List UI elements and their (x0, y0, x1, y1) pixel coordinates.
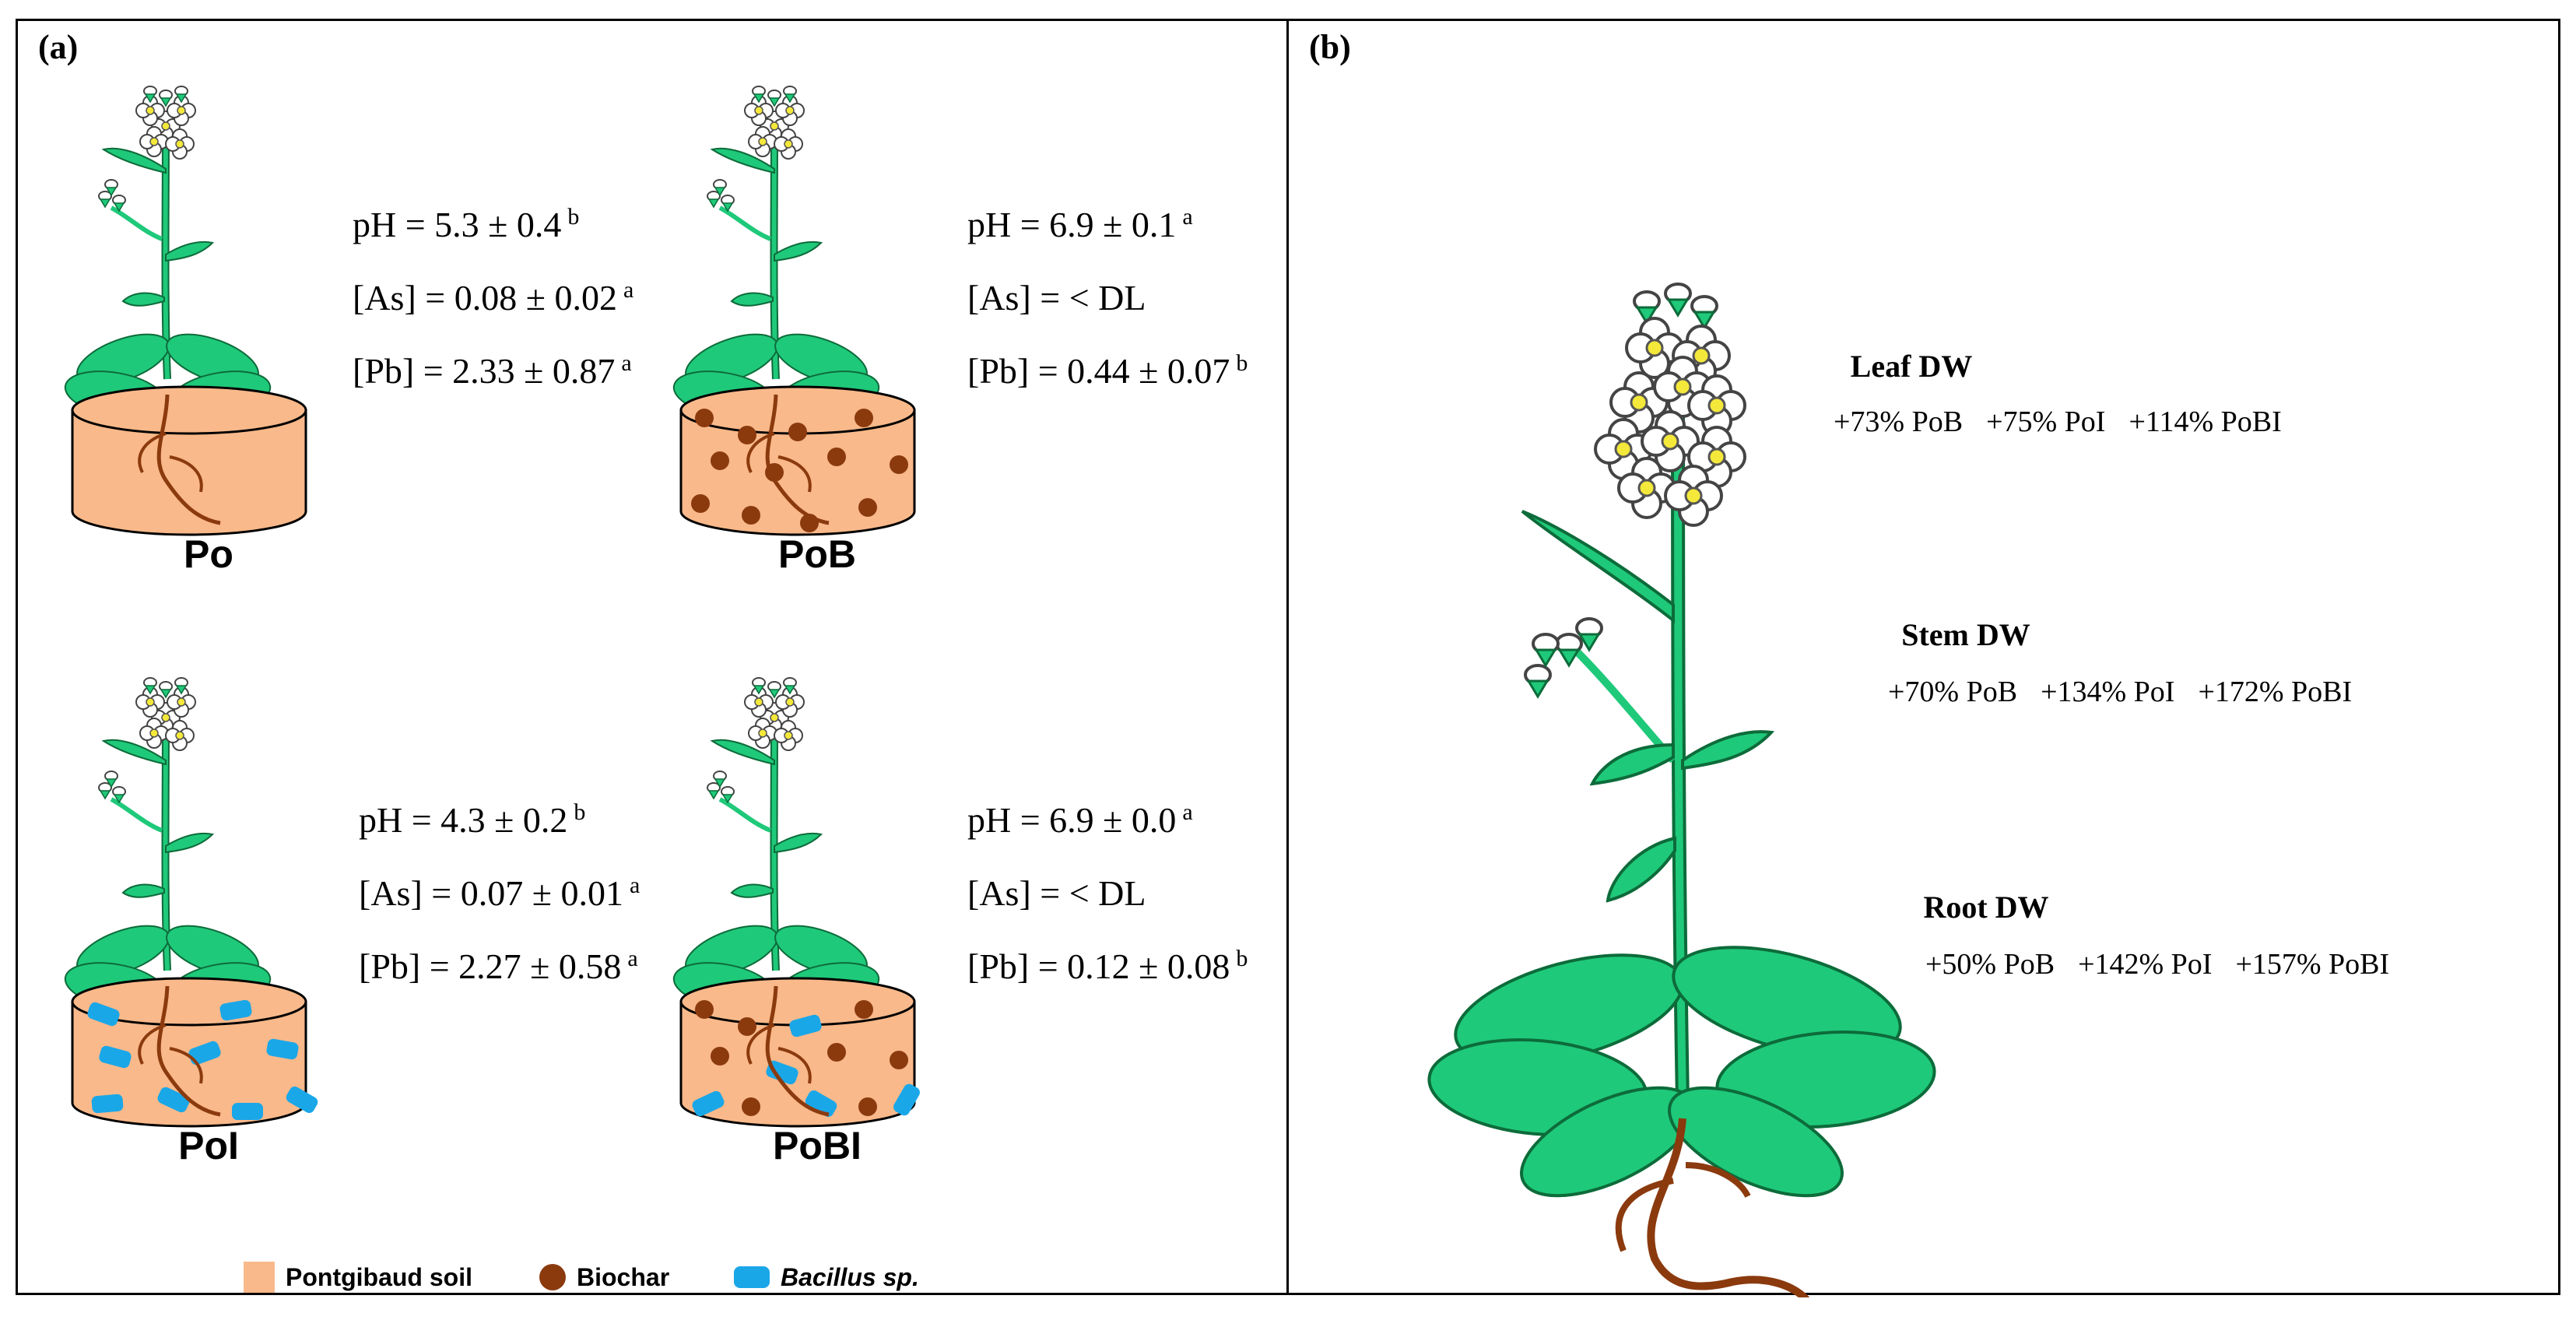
ph-significance: b (567, 203, 580, 230)
leaf-dw-pobi: +114% PoBI (2129, 405, 2282, 438)
bacillus-cells-poi (87, 999, 318, 1120)
stem-dw-pob: +70% PoB (1888, 676, 2018, 708)
root-dw-values: +50% PoB +142% PoI +157% PoBI (1925, 947, 2413, 981)
leaf-dw-pob: +73% PoB (1834, 405, 1964, 438)
plant-po (61, 86, 307, 536)
stem-dw-pobi: +172% PoBI (2198, 676, 2353, 708)
bacillus-cells-pobi (692, 1014, 920, 1117)
biochar-swatch (539, 1264, 566, 1290)
pb-significance: b (1236, 945, 1248, 971)
panel-a-illustrations (18, 21, 920, 1128)
bacillus-swatch (734, 1266, 770, 1288)
soil-swatch (244, 1262, 275, 1293)
ph-significance: a (1182, 799, 1193, 825)
biochar-particles-pobi (695, 1000, 908, 1116)
ph-value: pH = 4.3 ± 0.2 (359, 800, 568, 840)
pb-value: [Pb] = 2.27 ± 0.58 (359, 946, 622, 986)
as-significance: a (629, 872, 640, 898)
panel-b-label: (b) (1309, 28, 1351, 66)
panel-b-plant-illustration (1427, 283, 1936, 1297)
ph-value: pH = 6.9 ± 0.1 (967, 205, 1177, 244)
root-dw-pob: +50% PoB (1925, 948, 2055, 981)
legend-label: Biochar (577, 1262, 670, 1291)
as-value: [As] = 0.08 ± 0.02 (353, 278, 617, 318)
pb-significance: a (621, 349, 632, 376)
pb-significance: a (627, 945, 638, 971)
as-significance: a (623, 276, 634, 303)
as-value: [As] = < DL (967, 278, 1146, 318)
ph-significance: a (1182, 203, 1193, 230)
plant-poi (61, 678, 318, 1128)
ph-significance: b (574, 799, 586, 825)
leaf-dw-values: +73% PoB +75% PoI +114% PoBI (1834, 405, 2305, 439)
stem-dw-values: +70% PoB +134% PoI +172% PoBI (1888, 675, 2375, 709)
root-dw-poi: +142% PoI (2078, 948, 2213, 981)
panel-a-label: (a) (38, 28, 79, 66)
biochar-particles-pob (691, 409, 908, 532)
pb-value: [Pb] = 2.33 ± 0.87 (353, 351, 616, 391)
legend-bacillus: Bacillus sp. (734, 1260, 919, 1294)
ph-value: pH = 5.3 ± 0.4 (353, 205, 562, 244)
plant-pobi (670, 678, 920, 1128)
ph-value: pH = 6.9 ± 0.0 (967, 800, 1177, 840)
pb-significance: b (1236, 349, 1248, 376)
treatment-label-poi: PoI (178, 1124, 239, 1167)
legend-label: Pontgibaud soil (286, 1262, 472, 1291)
pb-value: [Pb] = 0.12 ± 0.08 (967, 946, 1230, 986)
stem-dw-title: Stem DW (1901, 617, 2030, 652)
treatment-label-po: Po (184, 532, 233, 576)
as-value: [As] = < DL (967, 873, 1146, 913)
legend-biochar: Biochar (539, 1260, 669, 1294)
panel-b: (b) (1286, 19, 2560, 1297)
as-value: [As] = 0.07 ± 0.01 (359, 873, 623, 913)
legend-soil: Pontgibaud soil (244, 1260, 472, 1294)
stem-dw-poi: +134% PoI (2041, 676, 2175, 708)
treatment-label-pob: PoB (778, 532, 856, 576)
root-dw-pobi: +157% PoBI (2235, 948, 2390, 981)
panel-a: (a) (16, 19, 1289, 1295)
leaf-dw-title: Leaf DW (1850, 349, 1973, 384)
leaf-dw-poi: +75% PoI (1986, 405, 2106, 438)
plant-pob (670, 86, 916, 536)
root-dw-title: Root DW (1923, 890, 2049, 925)
treatment-label-pobi: PoBI (773, 1124, 862, 1167)
pb-value: [Pb] = 0.44 ± 0.07 (967, 351, 1230, 391)
legend-label: Bacillus sp. (781, 1262, 919, 1291)
